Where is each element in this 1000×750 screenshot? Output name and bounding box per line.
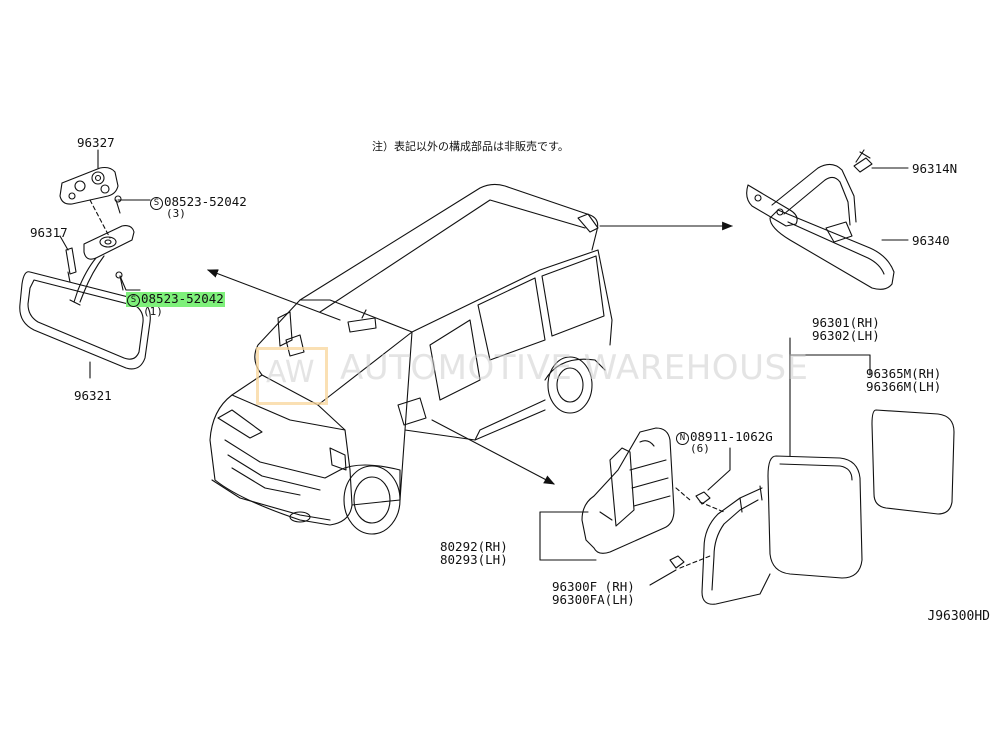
screw-symbol-icon: S (150, 197, 163, 210)
door-mirror-assembly (581, 409, 955, 605)
label-96302[interactable]: 96302(LH) (812, 328, 880, 343)
label-96300f[interactable]: 96300F (RH) (552, 579, 635, 594)
screw-top-qty: (3) (166, 207, 186, 220)
diagram-code: J96300HD (927, 609, 990, 624)
label-80292[interactable]: 80292(RH) (440, 539, 508, 554)
label-80293[interactable]: 80293(LH) (440, 552, 508, 567)
van-illustration (209, 183, 613, 535)
screw-top-part-number: 08523-52042 (164, 194, 247, 209)
label-96300fa[interactable]: 96300FA(LH) (552, 592, 635, 607)
watermark-logo-text: AW (266, 355, 315, 390)
label-96340[interactable]: 96340 (912, 233, 950, 248)
label-96366m[interactable]: 96366M(LH) (866, 379, 942, 394)
leader-lines (59, 149, 909, 586)
label-96317[interactable]: 96317 (30, 225, 68, 240)
interior-mirror-assembly (19, 166, 151, 370)
watermark-logo-box (256, 347, 328, 405)
screw-highlighted-part-number: 08523-52042 (141, 291, 224, 306)
label-96327[interactable]: 96327 (77, 135, 115, 150)
pointer-arrows (206, 221, 734, 485)
label-96301[interactable]: 96301(RH) (812, 315, 880, 330)
label-96365m[interactable]: 96365M(RH) (866, 366, 942, 381)
label-96314n[interactable]: 96314N (912, 161, 958, 176)
nut-symbol-icon: N (676, 432, 689, 445)
watermark-text: AUTOMOTIVE WAREHOUSE (340, 348, 809, 388)
screw-highlighted-qty: (1) (143, 305, 163, 318)
screw-symbol-icon: S (127, 294, 140, 307)
note-text: 注）表記以外の構成部品は非販売です。 (372, 140, 569, 153)
nut-qty: (6) (690, 442, 710, 455)
label-96321[interactable]: 96321 (74, 388, 112, 403)
nut-part-number: 08911-1062G (690, 429, 773, 444)
roof-mirror-assembly (746, 149, 895, 290)
